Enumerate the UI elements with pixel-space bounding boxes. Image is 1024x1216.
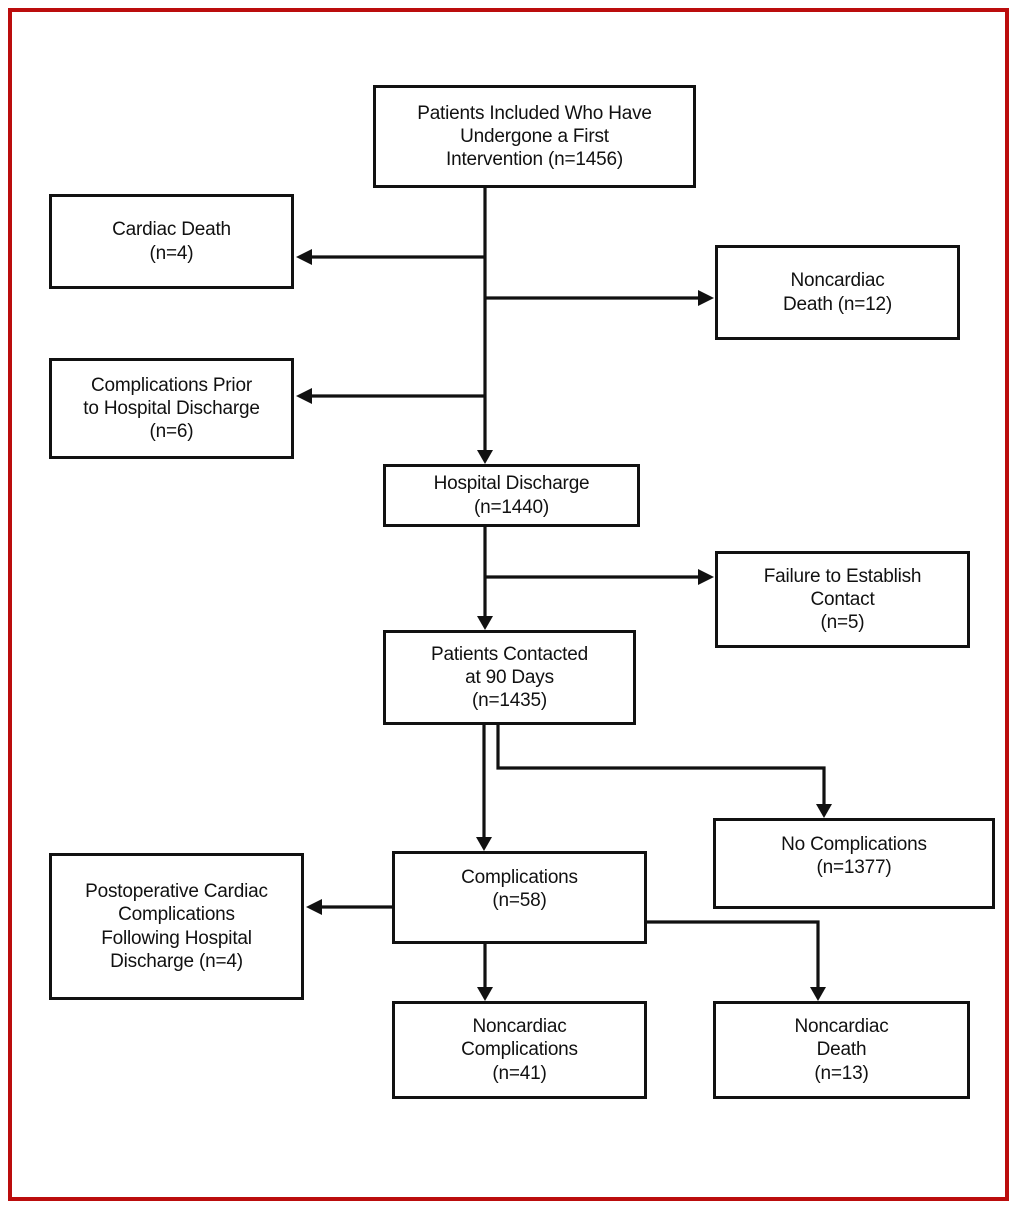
edge-complications-to-postop-cardiac-arrowhead <box>306 899 322 915</box>
patients-contacted-box: Patients Contacted at 90 Days (n=1435) <box>383 630 636 725</box>
complications-prior-to-discharge-box: Complications Prior to Hospital Discharg… <box>49 358 294 459</box>
complications-prior-to-discharge-label: Complications Prior to Hospital Discharg… <box>83 374 260 443</box>
no-complications-label: No Complications (n=1377) <box>781 834 927 879</box>
noncardiac-complications-box: Noncardiac Complications (n=41) <box>392 1001 647 1099</box>
patients-contacted-label: Patients Contacted at 90 Days (n=1435) <box>431 643 588 712</box>
cardiac-death-box: Cardiac Death (n=4) <box>49 194 294 289</box>
edge-included-to-cardiac-death-arrowhead <box>296 249 312 265</box>
edge-contacted-to-no-complications-arrowhead <box>816 804 832 818</box>
patients-included-label: Patients Included Who Have Undergone a F… <box>417 102 652 171</box>
edge-discharge-to-contacted-arrowhead <box>477 616 493 630</box>
noncardiac-death-late-label: Noncardiac Death (n=13) <box>794 1016 889 1084</box>
postoperative-cardiac-complications-box: Postoperative Cardiac Complications Foll… <box>49 853 304 1000</box>
patients-included-box: Patients Included Who Have Undergone a F… <box>373 85 696 188</box>
edge-included-to-discharge-arrowhead <box>477 450 493 464</box>
noncardiac-complications-label: Noncardiac Complications (n=41) <box>461 1016 578 1084</box>
failure-to-establish-contact-label: Failure to Establish Contact (n=5) <box>763 565 922 634</box>
failure-to-establish-contact-box: Failure to Establish Contact (n=5) <box>715 551 970 648</box>
edge-included-to-noncardiac-death-arrowhead <box>698 290 714 306</box>
edge-complications-to-noncardiac-death <box>647 920 820 989</box>
cardiac-death-label: Cardiac Death (n=4) <box>112 219 231 264</box>
noncardiac-death-late-box: Noncardiac Death (n=13) <box>713 1001 970 1099</box>
hospital-discharge-label: Hospital Discharge (n=1440) <box>433 473 590 518</box>
complications-label: Complications (n=58) <box>461 867 578 912</box>
edge-complications-to-noncardiac-death-arrowhead <box>810 987 826 1001</box>
edge-contacted-to-complications-arrowhead <box>476 837 492 851</box>
edge-discharge-to-failure-contact-arrowhead <box>698 569 714 585</box>
edge-complications-to-noncardiac-complications-arrowhead <box>477 987 493 1001</box>
postoperative-cardiac-complications-label: Postoperative Cardiac Complications Foll… <box>85 881 268 972</box>
noncardiac-death-box: Noncardiac Death (n=12) <box>715 245 960 340</box>
edge-included-to-complications-prior-arrowhead <box>296 388 312 404</box>
hospital-discharge-box: Hospital Discharge (n=1440) <box>383 464 640 527</box>
complications-box: Complications (n=58) <box>392 851 647 944</box>
edge-contacted-to-no-complications <box>496 725 826 806</box>
no-complications-box: No Complications (n=1377) <box>713 818 995 909</box>
noncardiac-death-label: Noncardiac Death (n=12) <box>782 270 893 315</box>
